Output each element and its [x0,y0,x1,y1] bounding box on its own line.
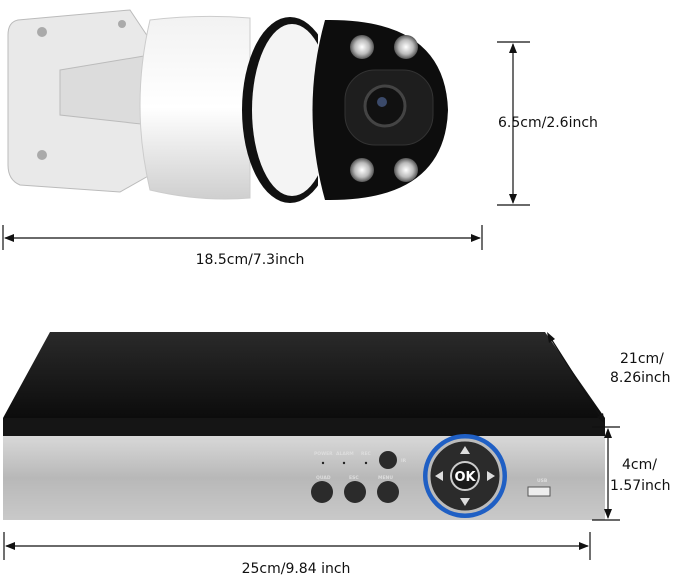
ok-label: OK [454,470,476,485]
dvr-front-panel [3,436,605,520]
dvr-width-dimension [3,532,591,560]
dvr-depth-label-inch: 8.26inch [610,370,671,386]
camera-body [139,15,251,200]
ir-led [350,158,374,182]
ir-receiver [379,451,397,469]
dvr-width-label: 25cm/9.84 inch [242,561,351,576]
dvr-height-dimension [592,426,620,521]
esc-label: ESC [349,475,359,481]
camera-length-dimension [2,225,483,250]
quad-button[interactable] [311,481,333,503]
dvr-recorder: POWER ALARM REC IR QUAD ESC MENU OK USB [3,332,605,520]
menu-button[interactable] [377,481,399,503]
ir-label: IR [401,458,407,464]
dvr-top-cover [3,332,605,418]
usb-label: USB [537,478,548,484]
bullet-camera [7,9,448,203]
camera-height-dimension [497,41,530,206]
camera-length-label: 18.5cm/7.3inch [196,252,305,268]
mount-screw [118,20,126,28]
dvr-depth-dimension [547,332,605,424]
usb-port[interactable] [527,486,551,497]
menu-label: MENU [378,475,393,481]
dvr-depth-label: 21cm/ [620,351,664,367]
ir-led [350,35,374,59]
dvr-height-label-inch: 1.57inch [610,478,671,494]
esc-button[interactable] [344,481,366,503]
quad-label: QUAD [316,475,331,481]
mount-screw [37,150,47,160]
rec-indicator-label: REC [361,451,372,457]
power-indicator-label: POWER [314,451,333,457]
camera-height-label: 6.5cm/2.6inch [498,115,598,131]
ir-led [394,35,418,59]
mount-screw [37,27,47,37]
dvr-height-label: 4cm/ [622,457,657,473]
alarm-indicator-label: ALARM [336,451,354,457]
ir-led [394,158,418,182]
ok-button[interactable] [450,461,480,491]
